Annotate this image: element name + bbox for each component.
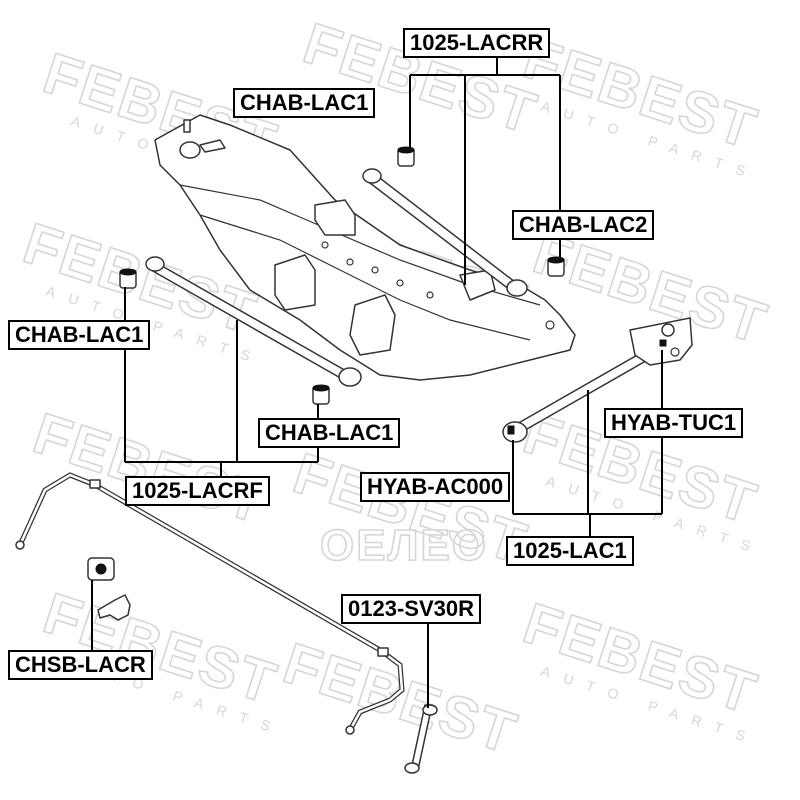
stabilizer-link [404, 704, 438, 774]
bushing-chab-lac1-left [119, 268, 137, 289]
lateral-link-arm [502, 317, 693, 443]
part-label-hyab-ac000[interactable]: HYAB-AC000 [360, 472, 511, 502]
part-label-chsb-lacr[interactable]: CHSB-LACR [8, 650, 153, 680]
part-label-chab-lac2[interactable]: CHAB-LAC2 [512, 210, 655, 240]
rear-control-arm-front [145, 256, 362, 387]
stabilizer-bar [15, 472, 405, 735]
watermark-brand: FEBEST [276, 631, 525, 767]
rear-control-arm-upper [362, 168, 528, 297]
part-label-0123-sv30r[interactable]: 0123-SV30R [341, 594, 481, 624]
part-label-chab-lac1-mid[interactable]: CHAB-LAC1 [258, 418, 401, 448]
part-label-1025-lacrr[interactable]: 1025-LACRR [403, 28, 551, 58]
part-label-hyab-tuc1[interactable]: HYAB-TUC1 [604, 408, 744, 438]
part-label-1025-lac1[interactable]: 1025-LAC1 [506, 536, 634, 566]
rear-subframe [154, 114, 576, 381]
bushing-chab-lac2 [547, 256, 565, 277]
part-label-chab-lac1-top[interactable]: CHAB-LAC1 [233, 88, 376, 118]
bushing-chab-lac1-top [397, 146, 415, 167]
part-label-1025-lacrf[interactable]: 1025-LACRF [125, 476, 270, 506]
part-label-chab-lac1-left[interactable]: CHAB-LAC1 [8, 320, 151, 350]
watermark-secondary: ОЕЛЕО [320, 521, 488, 570]
bushing-chab-lac1-mid [312, 384, 330, 405]
stabilizer-bushing [87, 557, 131, 621]
